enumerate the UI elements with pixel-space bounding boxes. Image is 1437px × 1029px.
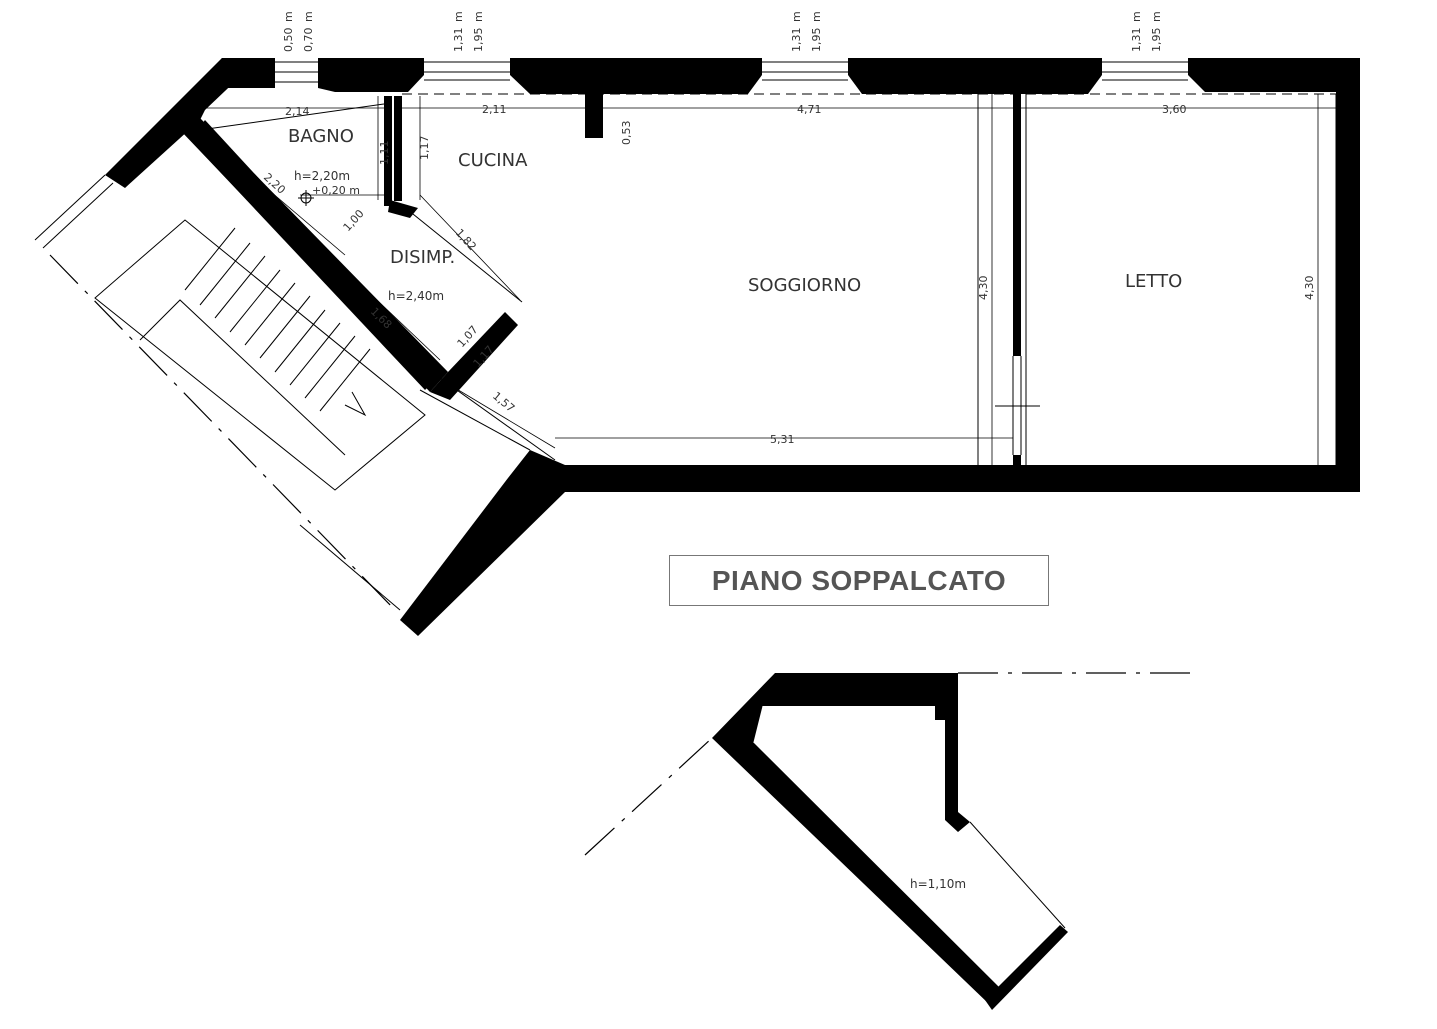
window-3-unit-b: m <box>810 11 823 22</box>
lower-edge <box>969 821 1066 929</box>
wall-segment <box>848 58 1102 94</box>
outer-diagonal-wall <box>105 58 245 188</box>
dim-letto-width: 3,60 <box>1162 103 1187 116</box>
window-3-b: 1,95 <box>810 28 823 53</box>
room-bagno: BAGNO <box>288 126 354 147</box>
windows <box>275 61 1188 83</box>
window-4-unit-a: m <box>1130 11 1143 22</box>
window-4-unit-b: m <box>1150 11 1163 22</box>
height-disimp: h=2,40m <box>388 289 444 303</box>
west-walls <box>105 58 565 636</box>
north-wall <box>180 58 1360 492</box>
dim-soggiorno-width: 4,71 <box>797 103 822 116</box>
section-line-lower-left <box>584 737 713 856</box>
height-lower: h=1,10m <box>910 877 966 891</box>
section-line-upper <box>49 254 396 611</box>
window-1-a: 0,50 <box>282 28 295 53</box>
dim-pillar: 0,53 <box>620 121 633 146</box>
window-2-unit-b: m <box>472 11 485 22</box>
dim-bagno-depth: 1,11 <box>378 141 391 166</box>
plan-title: PIANO SOPPALCATO <box>669 555 1049 606</box>
window-1-b: 0,70 <box>302 28 315 53</box>
soggiorno-letto-wall-stub <box>1013 455 1021 467</box>
bagno-cucina-wall <box>384 96 392 206</box>
lower-wall <box>712 673 1002 1005</box>
height-labels: h=2,20m +0,20 m h=2,40m h=1,10m <box>294 169 966 891</box>
south-diagonal-wall <box>400 450 565 636</box>
height-bagno-step: +0,20 m <box>312 184 360 197</box>
dim-cucina-width: 2,11 <box>482 103 507 116</box>
room-disimp: DISIMP. <box>390 247 455 268</box>
stair-arrow <box>344 391 367 417</box>
south-wall <box>555 465 1360 492</box>
wall-segment <box>510 58 762 94</box>
soggiorno-letto-wall <box>1013 94 1021 356</box>
window-3-a: 1,31 <box>790 28 803 53</box>
wall-corner <box>388 200 418 218</box>
dim-disimp-width: 1,00 <box>341 207 367 234</box>
wall-segment <box>318 58 424 92</box>
window-1-unit-a: m <box>282 11 295 22</box>
dim-bagno-width: 2,14 <box>285 105 310 118</box>
room-cucina: CUCINA <box>458 150 528 171</box>
lower-section <box>712 673 1068 1010</box>
window-labels: 0,50 0,70 m m 1,31 1,95 m m 1,31 1,95 m … <box>282 11 1163 52</box>
internal-walls <box>384 94 1021 467</box>
bagno-cucina-wall-2 <box>394 96 402 201</box>
wall-segment <box>1188 58 1360 492</box>
dimension-lines <box>205 94 1336 465</box>
staircase <box>34 174 426 611</box>
dim-soggiorno-depth: 4,30 <box>977 276 990 301</box>
lower-end-wall <box>985 925 1068 1010</box>
inner-diagonal-wall <box>180 118 448 392</box>
window-2-b: 1,95 <box>472 28 485 53</box>
dim-cucina-depth: 1,17 <box>418 136 431 161</box>
wall-outlines <box>199 94 1337 465</box>
pillar <box>585 94 603 138</box>
room-letto: LETTO <box>1125 271 1182 292</box>
stair-centerline <box>139 299 346 456</box>
window-2-a: 1,31 <box>452 28 465 53</box>
window-1-unit-b: m <box>302 11 315 22</box>
window-4-a: 1,31 <box>1130 28 1143 53</box>
window-4-b: 1,95 <box>1150 28 1163 53</box>
dim-letto-depth: 4,30 <box>1303 276 1316 301</box>
window-3-unit-a: m <box>790 11 803 22</box>
window-2-unit-a: m <box>452 11 465 22</box>
room-soggiorno: SOGGIORNO <box>748 275 861 296</box>
dim-soggiorno-length: 5,31 <box>770 433 795 446</box>
room-labels: BAGNO CUCINA DISIMP. SOGGIORNO LETTO <box>288 126 1182 296</box>
stair-outline <box>94 219 426 491</box>
disimp-south-wall <box>430 312 518 400</box>
height-bagno: h=2,20m <box>294 169 350 183</box>
